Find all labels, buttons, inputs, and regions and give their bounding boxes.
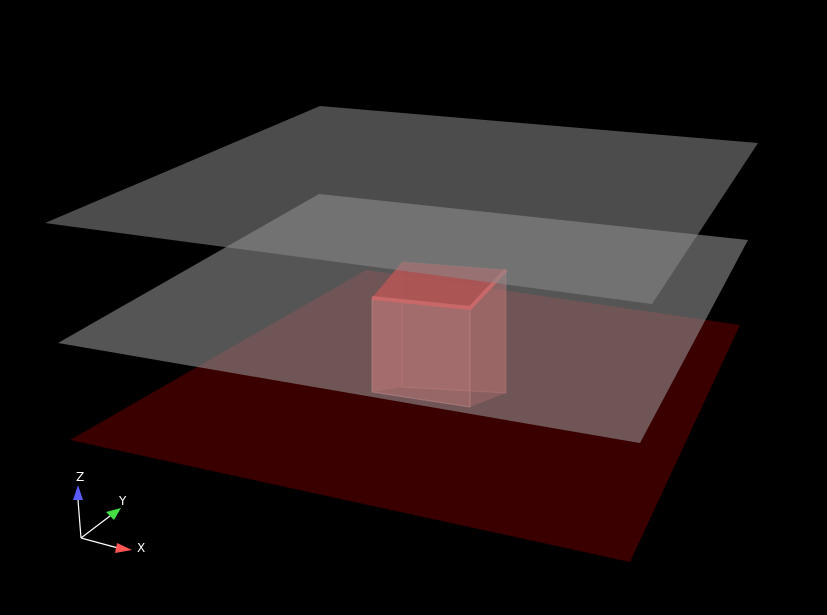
- x-axis-label: X: [137, 541, 145, 555]
- z-axis-line: [77, 499, 82, 539]
- y-axis-label: Y: [118, 494, 127, 508]
- axes-widget[interactable]: Z Y X: [73, 470, 145, 555]
- z-axis-arrow-icon: [73, 485, 83, 500]
- y-axis-line: [80, 515, 111, 539]
- x-axis-arrow-icon: [115, 543, 132, 553]
- y-axis-arrow-icon: [106, 508, 121, 520]
- top-plane: [45, 106, 758, 304]
- z-axis-label: Z: [76, 470, 84, 484]
- x-axis-line: [80, 537, 119, 549]
